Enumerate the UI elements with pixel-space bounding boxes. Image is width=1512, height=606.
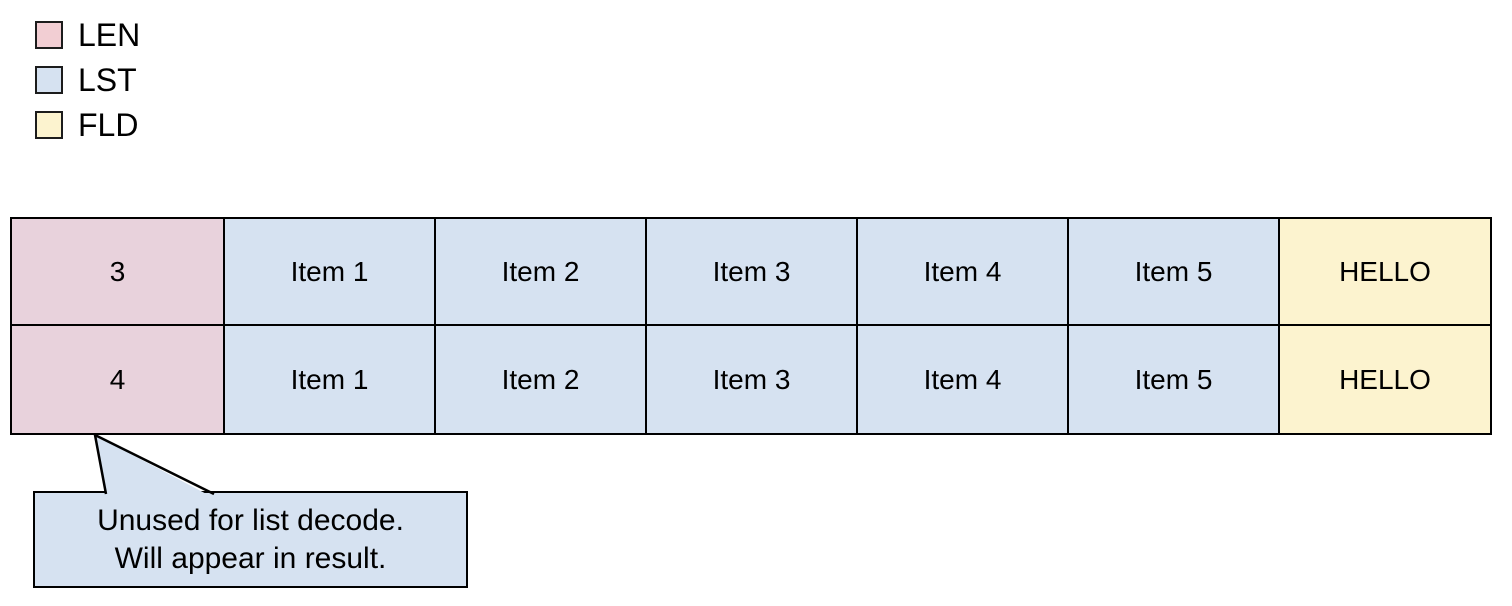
table-cell-field: HELLO (1280, 326, 1490, 433)
table-cell-item: Item 5 (1069, 219, 1280, 326)
table-cell-item: Item 1 (225, 326, 436, 433)
table-cell-item: Item 4 (858, 326, 1069, 433)
legend-label-lst: LST (78, 61, 137, 98)
fld-color-swatch (35, 110, 63, 139)
table-cell-field: HELLO (1280, 219, 1490, 326)
table-cell-len: 4 (12, 326, 225, 433)
byte-layout-table: 3 Item 1 Item 2 Item 3 Item 4 Item 5 HEL… (10, 217, 1492, 435)
table-cell-item: Item 2 (436, 219, 647, 326)
legend-item-len: LEN (35, 12, 140, 57)
legend-item-fld: FLD (35, 102, 140, 147)
legend-label-len: LEN (78, 16, 141, 53)
table-cell-item: Item 3 (647, 326, 858, 433)
table-cell-item: Item 4 (858, 219, 1069, 326)
table-cell-item: Item 3 (647, 219, 858, 326)
callout-line-2: Will appear in result. (114, 541, 387, 575)
legend: LEN LST FLD (35, 12, 140, 147)
legend-item-lst: LST (35, 57, 140, 102)
table-cell-len: 3 (12, 219, 225, 326)
table-cell-item: Item 1 (225, 219, 436, 326)
table-cell-item: Item 2 (436, 326, 647, 433)
callout-note: Unused for list decode. Will appear in r… (33, 491, 468, 588)
len-color-swatch (35, 20, 63, 49)
callout-tail-pointer (93, 434, 215, 498)
callout-line-1: Unused for list decode. (97, 503, 404, 537)
table-cell-item: Item 5 (1069, 326, 1280, 433)
lst-color-swatch (35, 65, 63, 94)
legend-label-fld: FLD (78, 106, 139, 143)
